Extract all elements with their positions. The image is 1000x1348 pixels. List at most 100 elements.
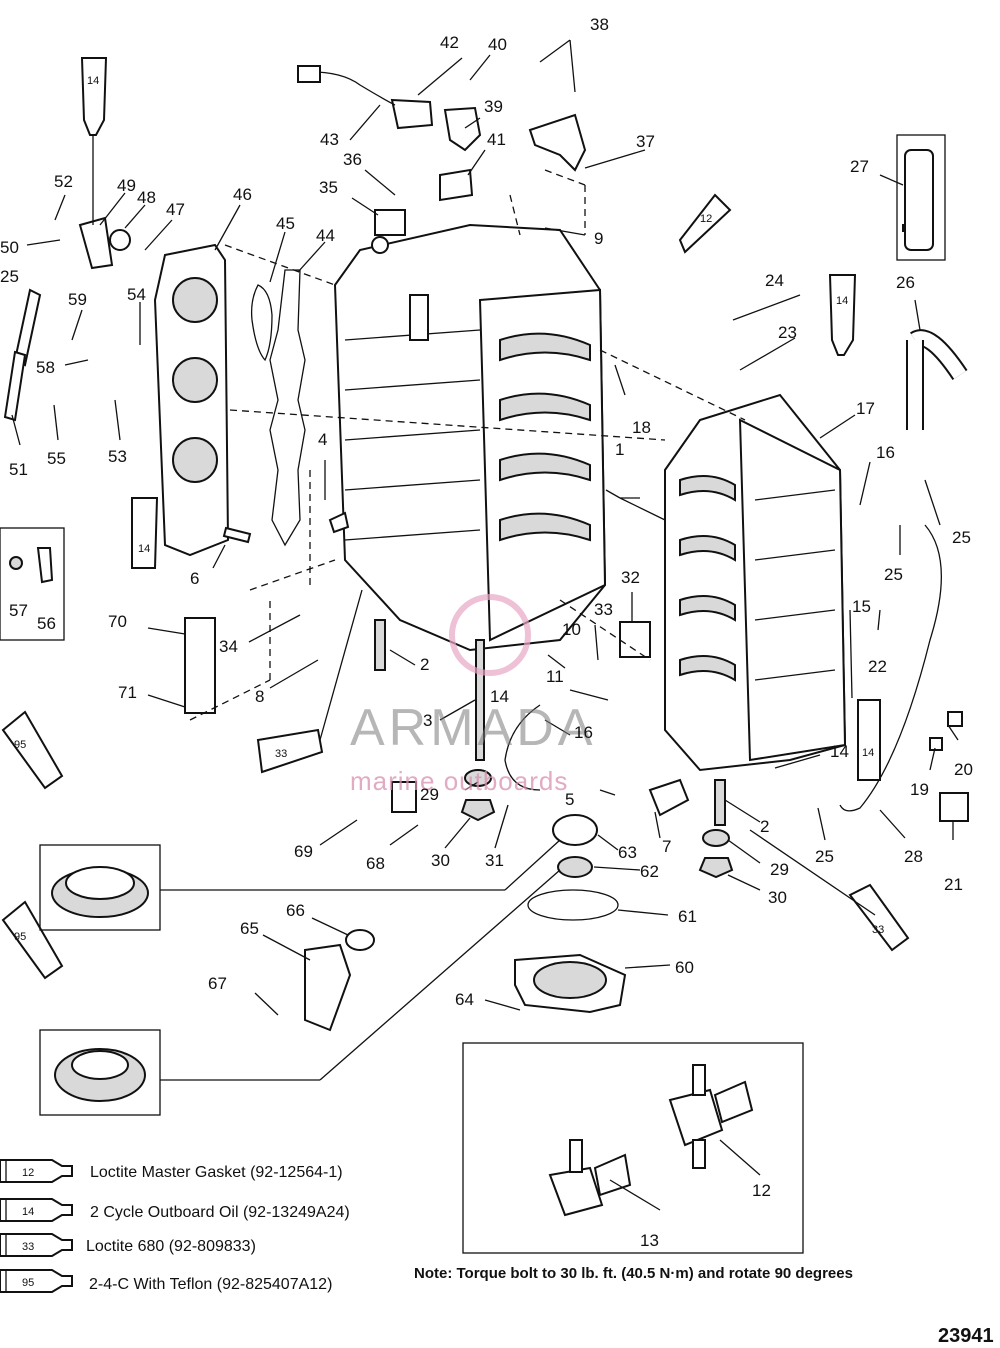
callouts: 1 2 2 3 4 5 6 7 8 9 10 11 12 13 14 14 15… — [0, 15, 973, 1250]
torque-note: Note: Torque bolt to 30 lb. ft. (40.5 N·… — [414, 1265, 853, 1282]
tube-label: 95 — [14, 739, 26, 751]
callout-27: 27 — [850, 157, 869, 176]
watermark-brand: ARMADA — [350, 699, 596, 757]
callout-39: 39 — [484, 97, 503, 116]
callout-19: 19 — [910, 780, 929, 799]
tube-label: 33 — [872, 924, 884, 936]
callout-31: 31 — [485, 851, 504, 870]
callout-7: 7 — [662, 837, 671, 856]
callout-11: 11 — [546, 667, 564, 686]
callout-3: 3 — [423, 711, 432, 730]
callout-30: 30 — [431, 851, 450, 870]
legend-text: 2-4-C With Teflon (92-825407A12) — [89, 1276, 332, 1293]
callout-13: 13 — [640, 1231, 659, 1250]
callout-28: 28 — [904, 847, 923, 866]
callout-51: 51 — [9, 460, 28, 479]
callout-53: 53 — [108, 447, 127, 466]
callout-20: 20 — [954, 760, 973, 779]
callout-70: 70 — [108, 612, 127, 631]
callout-21: 21 — [944, 875, 963, 894]
callout-47: 47 — [166, 200, 185, 219]
legend-code: 95 — [22, 1277, 34, 1289]
callout-43: 43 — [320, 130, 339, 149]
callout-10: 10 — [562, 620, 581, 639]
callout-38: 38 — [590, 15, 609, 34]
callout-25: 25 — [815, 847, 834, 866]
callout-49: 49 — [117, 176, 136, 195]
watermark-tagline: marine outboards — [350, 766, 568, 796]
legend-code: 12 — [22, 1167, 34, 1179]
watermark: ARMADA marine outboards — [350, 594, 596, 796]
sealant-tubes: 14 12 14 14 33 14 33 95 95 — [1, 57, 910, 980]
legend-text: Loctite 680 (92-809833) — [86, 1238, 256, 1255]
callout-52: 52 — [54, 172, 73, 191]
legend-item: 95 2-4-C With Teflon (92-825407A12) — [0, 1269, 332, 1293]
callout-58: 58 — [36, 358, 55, 377]
callout-9: 9 — [594, 229, 603, 248]
callout-35: 35 — [319, 178, 338, 197]
legend-item: 14 2 Cycle Outboard Oil (92-13249A24) — [0, 1198, 350, 1222]
tube-label: 14 — [138, 543, 150, 555]
cylinder-head-cover — [153, 243, 306, 557]
callout-55: 55 — [47, 449, 66, 468]
callout-40: 40 — [488, 35, 507, 54]
callout-46: 46 — [233, 185, 252, 204]
callout-5: 5 — [565, 790, 574, 809]
callout-17: 17 — [856, 399, 875, 418]
callout-8: 8 — [255, 687, 264, 706]
legend-code: 33 — [22, 1241, 34, 1253]
callout-16: 16 — [574, 723, 593, 742]
callout-18: 18 — [632, 418, 651, 437]
tube-label: 33 — [275, 748, 287, 760]
callout-59: 59 — [68, 290, 87, 309]
callout-36: 36 — [343, 150, 362, 169]
callout-48: 48 — [137, 188, 156, 207]
tube-label: 14 — [862, 747, 874, 759]
callout-67: 67 — [208, 974, 227, 993]
callout-15: 15 — [852, 597, 871, 616]
callout-54: 54 — [127, 285, 146, 304]
callout-61: 61 — [678, 907, 697, 926]
callout-34: 34 — [219, 637, 238, 656]
callout-69: 69 — [294, 842, 313, 861]
callout-25: 25 — [0, 267, 19, 286]
tube-label: 14 — [836, 295, 848, 307]
tube-label: 14 — [87, 75, 99, 87]
seal-detail-boxes — [39, 844, 161, 1116]
callout-22: 22 — [868, 657, 887, 676]
callout-65: 65 — [240, 919, 259, 938]
cylinder-block — [333, 223, 607, 652]
callout-44: 44 — [316, 226, 335, 245]
callout-41: 41 — [487, 130, 506, 149]
callout-45: 45 — [276, 214, 295, 233]
alignment-lines — [189, 169, 746, 721]
tube-label: 95 — [14, 931, 26, 943]
legend-item: 12 Loctite Master Gasket (92-12564-1) — [0, 1159, 343, 1183]
callout-14: 14 — [490, 687, 509, 706]
callout-30: 30 — [768, 888, 787, 907]
callout-37: 37 — [636, 132, 655, 151]
crankcase-cover — [664, 393, 847, 772]
callout-1: 1 — [615, 440, 624, 459]
tube-label: 12 — [700, 213, 712, 225]
callout-25: 25 — [952, 528, 971, 547]
small-parts — [78, 65, 969, 1032]
sealant-legend: 12 Loctite Master Gasket (92-12564-1) 14… — [0, 1159, 350, 1293]
callout-4: 4 — [318, 430, 327, 449]
callout-26: 26 — [896, 273, 915, 292]
callout-6: 6 — [190, 569, 199, 588]
callout-23: 23 — [778, 323, 797, 342]
figure-id: 23941 — [938, 1325, 994, 1347]
legend-text: Loctite Master Gasket (92-12564-1) — [90, 1164, 343, 1181]
callout-32: 32 — [621, 568, 640, 587]
callout-64: 64 — [455, 990, 474, 1009]
callout-2: 2 — [760, 817, 769, 836]
callout-33: 33 — [594, 600, 613, 619]
callout-60: 60 — [675, 958, 694, 977]
callout-12: 12 — [752, 1181, 771, 1200]
callout-68: 68 — [366, 854, 385, 873]
legend-code: 14 — [22, 1206, 34, 1218]
callout-57: 57 — [9, 601, 28, 620]
callout-16: 16 — [876, 443, 895, 462]
